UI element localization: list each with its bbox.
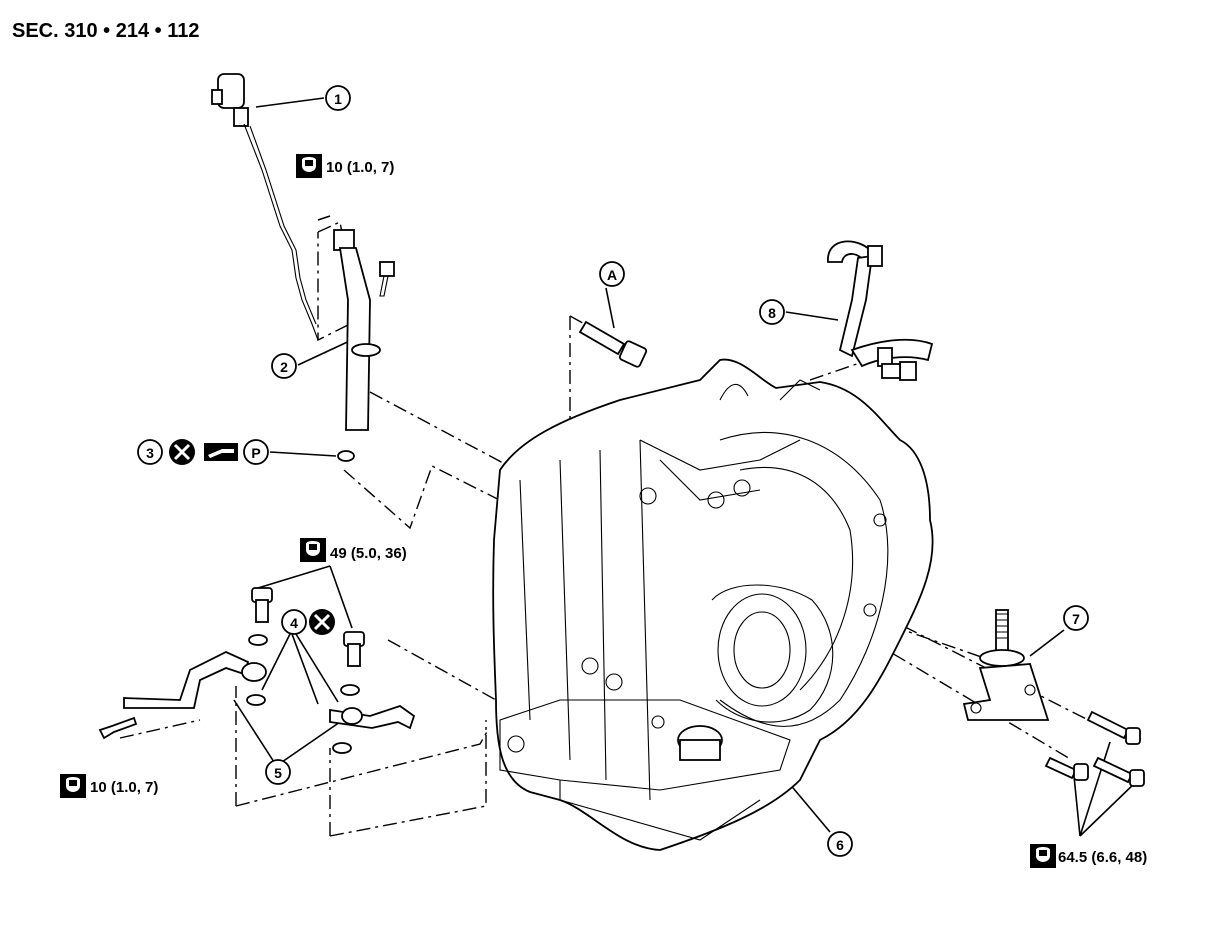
transaxle-assembly (492, 358, 934, 851)
callout-p: P (243, 439, 269, 465)
callout-3-label: 3 (146, 445, 154, 461)
callout-1: 1 (325, 85, 351, 111)
callout-2-label: 2 (280, 359, 288, 375)
do-not-reuse-icon (169, 439, 195, 465)
torque-value-4: 64.5 (6.6, 48) (1058, 849, 1147, 866)
callout-5-label: 5 (274, 765, 282, 781)
callout-5: 5 (265, 759, 291, 785)
charging-pipe (333, 229, 395, 462)
callout-6-label: 6 (836, 837, 844, 853)
section-label: SEC. 310 • 214 • 112 (12, 20, 199, 42)
callout-4-label: 4 (290, 615, 298, 631)
callout-a: A (599, 261, 625, 287)
oil-level-gauge (211, 73, 319, 341)
torque-value-3: 10 (1.0, 7) (90, 779, 158, 796)
callout-8-label: 8 (768, 305, 776, 321)
callout-6: 6 (827, 831, 853, 857)
cooler-pipes (123, 651, 416, 730)
callout-3: 3 (137, 439, 163, 465)
callout-7-label: 7 (1072, 611, 1080, 627)
bolt-a (578, 320, 648, 368)
mount-bolts (1044, 710, 1145, 787)
mount-bracket (962, 609, 1050, 721)
torque-spec-3: 10 (1.0, 7) (60, 774, 158, 798)
callout-7: 7 (1063, 605, 1089, 631)
callout-p-label: P (251, 445, 260, 461)
torque-spec-2: 49 (5.0, 36) (300, 538, 407, 562)
apply-sealant-icon (204, 443, 238, 461)
callout-a-label: A (607, 267, 617, 283)
do-not-reuse-icon (309, 609, 335, 635)
breather-hose (827, 240, 934, 381)
torque-value-2: 49 (5.0, 36) (330, 545, 407, 562)
callout-1-label: 1 (334, 91, 342, 107)
torque-spec-1: 10 (1.0, 7) (296, 154, 394, 178)
callout-2: 2 (271, 353, 297, 379)
callout-8: 8 (759, 299, 785, 325)
torque-spec-4: 64.5 (6.6, 48) (1030, 844, 1147, 868)
torque-value-1: 10 (1.0, 7) (326, 159, 394, 176)
banjo-bolts (98, 587, 365, 754)
callout-4: 4 (281, 609, 307, 635)
leader-lines (233, 97, 1139, 837)
